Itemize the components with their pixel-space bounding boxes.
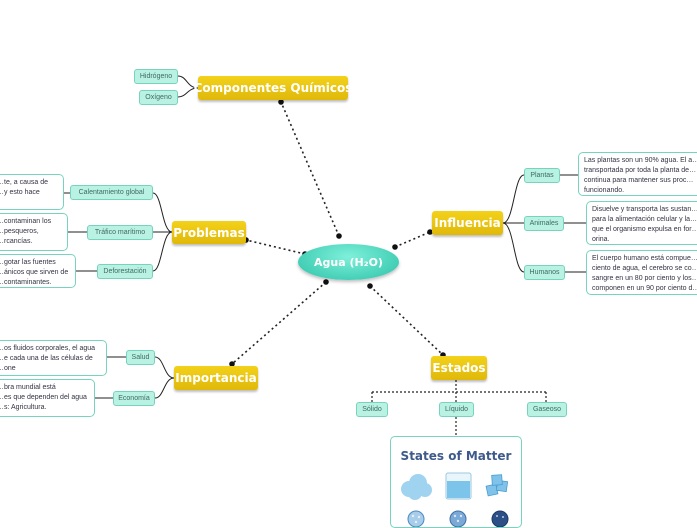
note-economia: …bra mundial está …es que dependen del a… xyxy=(0,379,95,417)
connector-importancia xyxy=(231,281,327,365)
gas-cloud-icon xyxy=(401,474,432,500)
topic-label: Componentes Químicos xyxy=(193,81,353,95)
subtopic-liquido[interactable]: Líquido xyxy=(439,402,474,417)
solid-ice-icon xyxy=(485,474,509,497)
note-animales: Disuelve y transporta las sustan… para l… xyxy=(586,201,697,245)
topic-importancia[interactable]: Importancia xyxy=(174,366,258,390)
note-calentamiento-global: …te, a causa de …y esto hace xyxy=(0,174,64,210)
subtopic-economia[interactable]: Economía xyxy=(113,391,155,406)
liquid-beaker-icon xyxy=(445,472,472,500)
subtopic-calentamiento-global[interactable]: Calentamiento global xyxy=(70,185,153,200)
subtopic-oxigeno[interactable]: Oxígeno xyxy=(139,90,178,105)
topic-label: Influencia xyxy=(434,216,501,230)
note-salud: …os fluidos corporales, el agua …e cada … xyxy=(0,340,107,376)
subtopic-salud[interactable]: Salud xyxy=(126,350,155,365)
note-plantas: Las plantas son un 90% agua. El a… trans… xyxy=(578,152,697,196)
subtopic-trafico-maritimo[interactable]: Tráfico marítimo xyxy=(87,225,153,240)
states-of-matter-image: States of Matter xyxy=(390,436,522,528)
subtopic-hidrogeno[interactable]: Hidrógeno xyxy=(134,69,178,84)
topic-estados[interactable]: Estados xyxy=(431,356,487,380)
connector-componentes xyxy=(280,101,340,237)
connector-estados xyxy=(369,285,444,356)
states-illustration xyxy=(401,472,509,527)
topic-componentes-quimicos[interactable]: Componentes Químicos xyxy=(194,76,352,100)
note-deforestacion: …gotar las fuentes …ánicos que sirven de… xyxy=(0,254,76,288)
topic-problemas[interactable]: Problemas xyxy=(172,221,246,244)
connector-problemas xyxy=(245,239,306,255)
topic-label: Problemas xyxy=(173,225,245,240)
topic-label: Importancia xyxy=(175,371,257,385)
central-label: Agua (H₂O) xyxy=(314,255,383,269)
subtopic-humanos[interactable]: Humanos xyxy=(524,265,565,280)
subtopic-gaseoso[interactable]: Gaseoso xyxy=(527,402,567,417)
particle-icons xyxy=(407,510,509,527)
image-title: States of Matter xyxy=(400,449,512,463)
subtopic-solido[interactable]: Sólido xyxy=(356,402,388,417)
subtopic-plantas[interactable]: Plantas xyxy=(524,168,560,183)
note-trafico-maritimo: …contaminan los …pesqueros, …rcancías. xyxy=(0,213,68,251)
connector-influencia xyxy=(394,231,431,248)
note-humanos: El cuerpo humano está compue… ciento de … xyxy=(586,250,697,295)
subtopic-animales[interactable]: Animales xyxy=(524,216,564,231)
subtopic-deforestacion[interactable]: Deforestación xyxy=(97,264,153,279)
central-node-agua[interactable]: Agua (H₂O) xyxy=(298,244,399,280)
topic-influencia[interactable]: Influencia xyxy=(432,211,503,235)
topic-label: Estados xyxy=(432,361,486,375)
